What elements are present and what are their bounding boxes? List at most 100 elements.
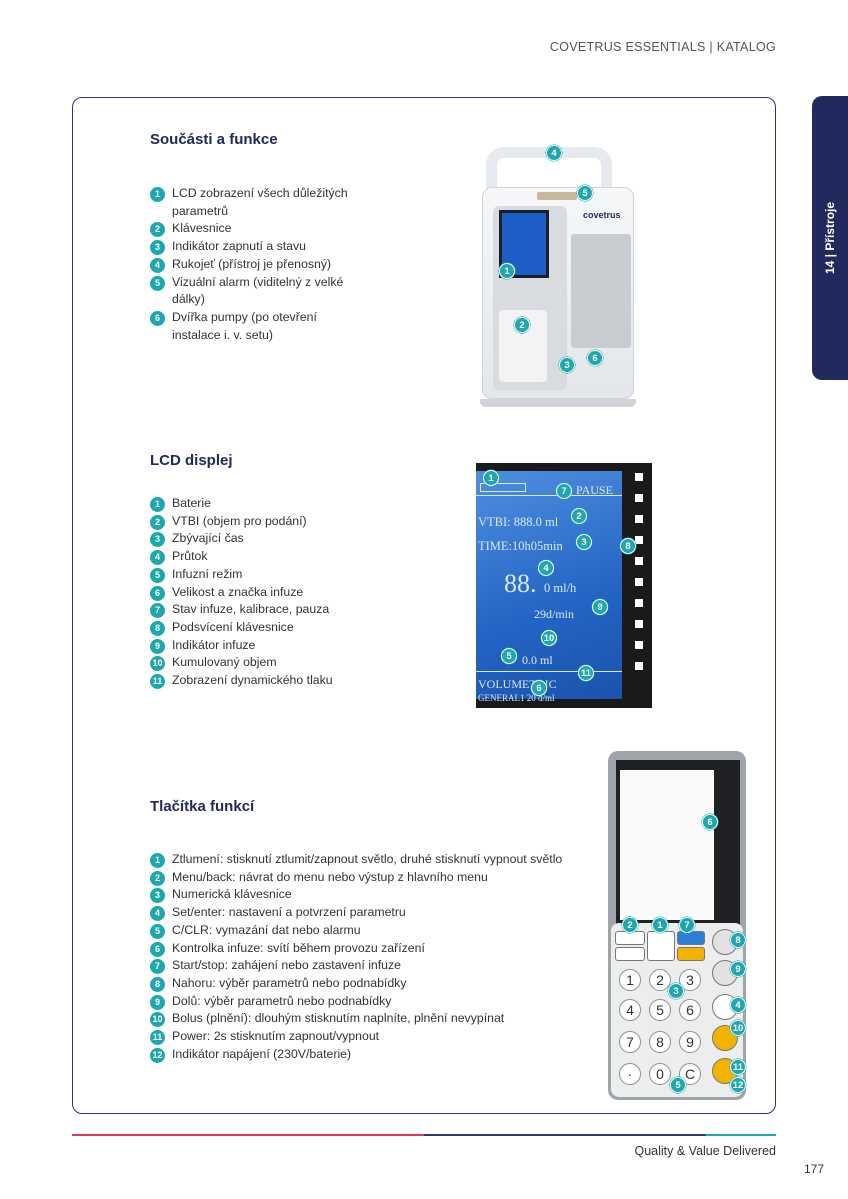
item-text: Klávesnice: [172, 221, 232, 236]
item-number-badge: 3: [150, 240, 165, 256]
item-text: Nahoru: výběr parametrů nebo podnabídky: [172, 975, 407, 990]
number-key: 7: [619, 1031, 641, 1053]
item-number-badge: 5: [150, 275, 165, 291]
item-number-badge: 9: [150, 638, 165, 654]
number-key: 8: [649, 1031, 671, 1053]
item-text: Zobrazení dynamického tlaku: [172, 673, 333, 688]
number-key: 2: [649, 969, 671, 991]
list-item: 11 Power: 2s stisknutím zapnout/vypnout: [150, 1028, 600, 1046]
marker-3: 3: [576, 534, 592, 550]
marker-8: 8: [620, 538, 636, 554]
list-item: 8 Nahoru: výběr parametrů nebo podnabídky: [150, 975, 600, 993]
item-number-badge: 9: [150, 994, 165, 1010]
footer-divider: [72, 1134, 776, 1136]
item-text: Ztlumení: stisknutí ztlumit/zapnout svět…: [172, 852, 563, 866]
marker-2: 2: [622, 917, 638, 933]
battery-icon: [480, 483, 526, 492]
number-key: 3: [679, 969, 701, 991]
marker-9: 9: [592, 599, 608, 615]
lcd-screen: PAUSE VTBI: 888.0 ml TIME:10h05min 88. 0…: [476, 471, 622, 703]
item-text: Kumulovaný objem: [172, 655, 277, 670]
marker-1: 1: [499, 263, 515, 279]
item-text: Infuzní režim: [172, 566, 243, 581]
lcd-title: LCD displej: [150, 452, 233, 469]
item-text: Kontrolka infuze: svítí během provozu za…: [172, 940, 425, 955]
lcd-divider-bottom: [476, 671, 622, 672]
list-item: 4 Průtok: [150, 548, 400, 566]
catalog-header: COVETRUS ESSENTIALS | KATALOG: [549, 40, 776, 54]
item-text: Numerická klávesnice: [172, 887, 292, 902]
pump-foot: [480, 399, 636, 407]
lcd-volume: 0.0 ml: [522, 653, 553, 667]
item-number-badge: 4: [150, 550, 165, 566]
item-text: LCD zobrazení všech důležitých parametrů: [172, 186, 348, 218]
item-number-badge: 2: [150, 514, 165, 530]
list-item: 3 Zbývající čas: [150, 530, 400, 548]
item-text: C/CLR: vymazání dat nebo alarmu: [172, 922, 361, 937]
number-key: 5: [649, 999, 671, 1021]
item-number-badge: 1: [150, 853, 165, 868]
item-number-badge: 5: [150, 567, 165, 583]
item-text: Zbývající čas: [172, 531, 244, 546]
marker-4: 4: [546, 145, 562, 161]
pump-label-strip: [537, 192, 577, 200]
marker-6: 6: [531, 680, 547, 696]
item-text: Baterie: [172, 496, 211, 510]
item-text: Power: 2s stisknutím zapnout/vypnout: [172, 1029, 380, 1044]
start-button: [677, 931, 705, 945]
marker-11: 11: [730, 1059, 746, 1075]
item-number-badge: 8: [150, 620, 165, 636]
list-item: 1 LCD zobrazení všech důležitých parametr…: [150, 185, 350, 220]
item-number-badge: 10: [150, 1012, 165, 1028]
pump-body: covetrus: [482, 187, 634, 399]
item-number-badge: 1: [150, 187, 165, 202]
marker-5: 5: [577, 185, 593, 201]
list-item: 2 VTBI (objem pro podání): [150, 513, 400, 531]
item-text: Velikost a značka infuze: [172, 584, 304, 599]
lcd-time: TIME:10h05min: [478, 539, 563, 553]
content-frame: [72, 97, 776, 1114]
marker-4: 4: [538, 560, 554, 576]
marker-12: 12: [730, 1077, 746, 1093]
item-text: Průtok: [172, 549, 208, 564]
item-text: Rukojeť (přístroj je přenosný): [172, 256, 332, 271]
pump-door: [571, 234, 631, 348]
lcd-status: PAUSE: [576, 483, 613, 497]
footer-tagline: Quality & Value Delivered: [634, 1144, 776, 1158]
list-item: 1 Ztlumení: stisknutí ztlumit/zapnout svě…: [150, 851, 600, 869]
number-key: 4: [619, 999, 641, 1021]
marker-3: 3: [668, 983, 684, 999]
item-number-badge: 3: [150, 532, 165, 548]
menu-button: [615, 931, 645, 945]
item-number-badge: 2: [150, 870, 165, 886]
item-text: VTBI (objem pro podání): [172, 513, 307, 528]
infusion-pump-image: covetrus 4 5 1 2 3 6: [474, 145, 638, 410]
item-number-badge: 4: [150, 906, 165, 922]
number-key: 6: [679, 999, 701, 1021]
marker-6: 6: [702, 814, 718, 830]
item-number-badge: 7: [150, 959, 165, 975]
item-number-badge: 8: [150, 976, 165, 992]
item-number-badge: 11: [150, 1030, 165, 1046]
chapter-tab[interactable]: 14 | Přístroje: [812, 96, 848, 380]
marker-4: 4: [730, 997, 746, 1013]
marker-5: 5: [501, 648, 517, 664]
back-button: [615, 947, 645, 961]
